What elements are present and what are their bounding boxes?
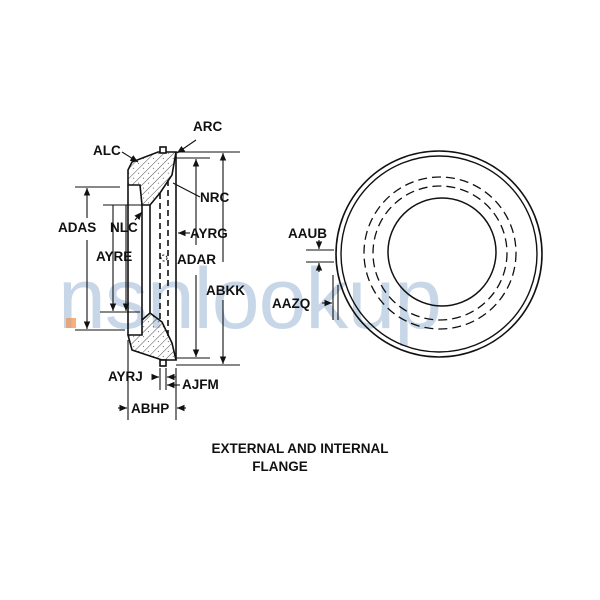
watermark-accent — [66, 318, 76, 328]
label-ayrj: AYRJ — [108, 369, 143, 384]
label-ajfm: AJFM — [182, 377, 219, 392]
label-arc: ARC — [193, 119, 222, 134]
section-labels: ARC ALC NRC ADAS NLC AYRG AYRE ADAR ABKK… — [58, 119, 245, 416]
caption-line-2: FLANGE — [252, 459, 308, 474]
label-nlc: NLC — [110, 220, 138, 235]
plan-view — [335, 150, 543, 358]
label-abkk: ABKK — [206, 283, 245, 298]
caption-line-1: EXTERNAL AND INTERNAL — [211, 441, 389, 456]
label-ayre: AYRE — [96, 249, 132, 264]
label-adas: ADAS — [58, 220, 96, 235]
label-abhp: ABHP — [131, 401, 169, 416]
dimension-lines — [75, 139, 240, 420]
lower-lip-section — [126, 311, 178, 361]
label-adar: ADAR — [177, 252, 216, 267]
label-nrc: NRC — [200, 190, 229, 205]
plan-dimensions — [306, 240, 339, 320]
label-alc: ALC — [93, 143, 121, 158]
plan-labels: AAUB AAZQ — [272, 226, 327, 311]
section-view — [126, 146, 178, 367]
label-aazq: AAZQ — [272, 296, 310, 311]
label-ayrg: AYRG — [190, 226, 228, 241]
label-aaub: AAUB — [288, 226, 327, 241]
lower-tab — [159, 359, 167, 367]
upper-tab — [159, 146, 167, 154]
